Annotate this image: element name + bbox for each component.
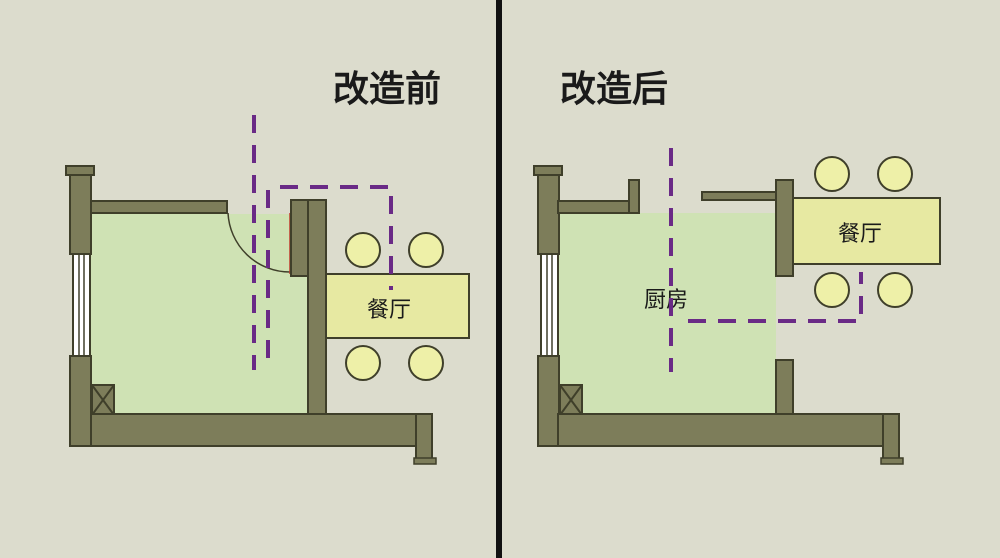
before-wall-cap	[65, 165, 95, 176]
after-left-wall-top	[537, 169, 560, 255]
after-left-wall-bottom	[537, 355, 560, 447]
before-window	[72, 253, 91, 357]
after-lower-right-wall	[775, 359, 794, 415]
before-bottom-return	[415, 413, 433, 461]
after-window	[540, 253, 559, 357]
after-chair	[877, 156, 913, 192]
after-kitchen-floor	[558, 213, 776, 415]
panel-divider	[496, 0, 502, 558]
before-chair	[345, 232, 381, 268]
before-chair	[345, 345, 381, 381]
after-dining-label: 餐厅	[838, 222, 882, 247]
before-chair	[408, 232, 444, 268]
after-dining-table	[792, 197, 941, 265]
after-chair	[814, 156, 850, 192]
after-dashed-lines	[669, 148, 863, 372]
before-title: 改造前	[333, 69, 441, 110]
before-kitchen-floor	[91, 214, 309, 414]
after-top-wall	[557, 200, 639, 214]
before-left-wall-bottom	[69, 355, 92, 447]
before-panel: 改造前 餐厅	[65, 69, 470, 465]
after-wall-cap	[533, 165, 563, 176]
before-right-wall	[307, 199, 327, 415]
after-bottom-wall	[557, 413, 900, 447]
after-chair	[877, 272, 913, 308]
after-title: 改造后	[560, 69, 668, 110]
before-top-wall	[90, 200, 228, 214]
after-top-nib	[628, 179, 640, 214]
after-upper-right-wall	[775, 179, 794, 277]
before-left-wall-top	[69, 169, 92, 255]
before-chair	[408, 345, 444, 381]
before-dashed-lines	[252, 115, 393, 370]
after-panel: 改造后 厨房 餐厅	[533, 69, 941, 465]
before-dining-label: 餐厅	[367, 298, 411, 323]
after-kitchen-label: 厨房	[644, 288, 688, 313]
after-chair	[814, 272, 850, 308]
before-door-swing	[227, 212, 291, 273]
before-dining-table	[325, 273, 470, 339]
before-bottom-wall	[90, 413, 433, 447]
after-bottom-return	[882, 413, 900, 461]
